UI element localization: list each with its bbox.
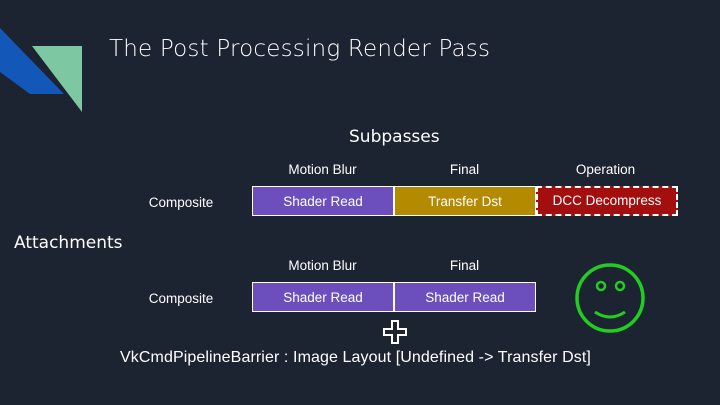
smiley-face-icon: [575, 263, 645, 333]
pipeline-barrier-text: VkCmdPipelineBarrier : Image Layout [Und…: [120, 349, 591, 366]
header-operation: Operation: [575, 162, 636, 177]
cell-shader-read-2: Shader Read: [252, 282, 394, 312]
header-final-2: Final: [449, 258, 480, 273]
header-motion-blur: Motion Blur: [288, 162, 357, 177]
corner-decoration: [0, 28, 82, 112]
row-label-composite-2: Composite: [148, 291, 214, 306]
slide-title: The Post Processing Render Pass: [109, 36, 491, 62]
row-label-composite: Composite: [148, 195, 214, 210]
header-motion-blur-2: Motion Blur: [288, 258, 357, 273]
cell-shader-read-3: Shader Read: [394, 282, 536, 312]
attachments-heading: Attachments: [14, 233, 123, 253]
plus-icon: [383, 320, 407, 344]
cell-transfer-dst: Transfer Dst: [394, 186, 536, 216]
header-final: Final: [449, 162, 480, 177]
cell-dcc-decompress: DCC Decompress: [536, 186, 678, 216]
cell-shader-read: Shader Read: [252, 186, 394, 216]
subpasses-heading: Subpasses: [349, 127, 440, 147]
